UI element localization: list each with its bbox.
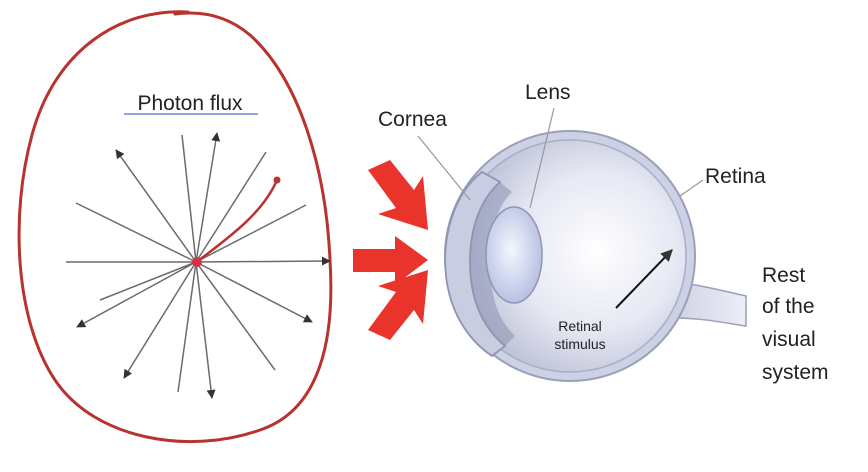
rest-label-line3: visual xyxy=(762,328,816,351)
optic-nerve xyxy=(673,281,747,327)
hand-drawn-enclosure xyxy=(17,10,333,444)
ray-line xyxy=(195,151,267,263)
photon-flux-panel: Photon flux xyxy=(17,10,333,444)
ray-line xyxy=(195,261,276,371)
ray-arrow xyxy=(195,132,221,263)
rest-label-line4: system xyxy=(762,361,829,384)
ray-arrow xyxy=(195,256,331,266)
lens xyxy=(485,206,543,304)
ray-line xyxy=(99,261,197,301)
cornea-leader xyxy=(417,135,471,201)
photon-rays xyxy=(66,132,331,399)
lens-leader xyxy=(529,107,555,209)
rest-label-line2: of the xyxy=(762,295,815,318)
rest-label-line1: Rest xyxy=(762,264,805,287)
ray-arrow xyxy=(123,261,197,379)
point-source-dot xyxy=(192,257,202,267)
retinal-stimulus-arrow xyxy=(615,249,673,309)
ray-arrow xyxy=(195,261,313,323)
retinal-stimulus-label-line2: stimulus xyxy=(554,336,605,352)
ray-arrow xyxy=(76,261,197,328)
highlighted-ray-end-dot xyxy=(273,176,281,184)
ray-arrow xyxy=(195,261,216,399)
eye-illustration xyxy=(444,130,747,382)
ray-line xyxy=(195,204,307,263)
retinal-stimulus-label-line1: Retinal xyxy=(558,318,602,334)
ray-line xyxy=(177,261,197,393)
highlighted-ray xyxy=(196,178,279,263)
retina-leader xyxy=(679,179,704,197)
ray-arrow xyxy=(115,149,197,263)
incoming-light-arrows xyxy=(353,160,428,340)
red-arrow-icon xyxy=(368,160,428,230)
retina-label: Retina xyxy=(705,165,766,188)
red-arrow-icon xyxy=(353,236,428,285)
iris xyxy=(470,182,515,346)
ray-line xyxy=(181,134,197,263)
photon-flux-title: Photon flux xyxy=(137,92,243,115)
leader-lines xyxy=(417,107,704,209)
ray-line xyxy=(75,202,197,263)
cornea-label: Cornea xyxy=(378,108,447,131)
red-arrow-icon xyxy=(368,270,428,340)
lens-label: Lens xyxy=(525,81,571,104)
